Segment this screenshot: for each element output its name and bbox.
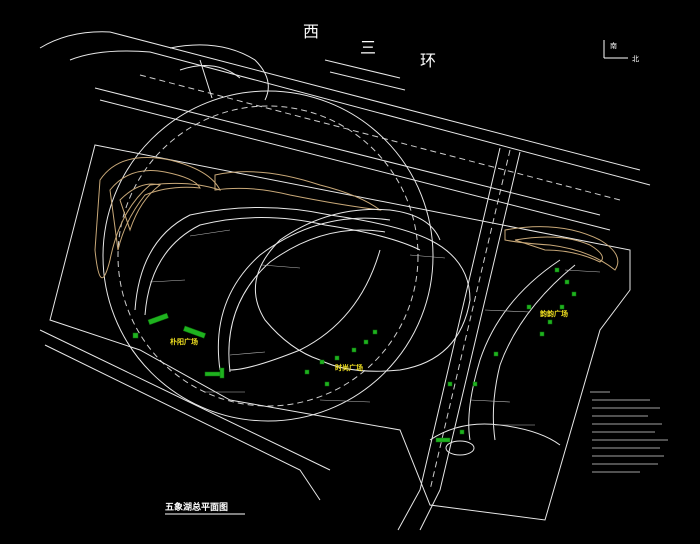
lake-paths (134, 207, 471, 373)
site-boundary (49, 144, 631, 521)
plaza-label-east: 韵韵广场 (540, 309, 568, 318)
north-arrow: 南 北 (603, 40, 639, 63)
south-west-road (39, 329, 331, 501)
west-third-ring-road (39, 31, 651, 231)
annotation-leaders (149, 229, 601, 426)
road-name-char-1: 西 (303, 22, 319, 41)
vegetation-center (304, 329, 378, 387)
north-arrow-label-s: 北 (632, 55, 639, 63)
design-notes-block (590, 391, 668, 473)
plaza-label-west: 朴阳广场 (170, 337, 198, 346)
north-arrow-label-n: 南 (610, 41, 617, 50)
vegetation-east (435, 267, 577, 443)
contour-lines (94, 157, 619, 279)
vegetation-west (132, 312, 225, 379)
road-name-char-3: 环 (420, 51, 436, 70)
road-name-char-2: 三 (360, 38, 376, 57)
roundabout (102, 90, 434, 422)
plaza-label-center: 时尚广场 (335, 363, 363, 372)
east-crescent-path (429, 259, 576, 456)
drawing-title: 五象湖总平面图 (165, 501, 228, 513)
vertical-road (397, 147, 521, 531)
